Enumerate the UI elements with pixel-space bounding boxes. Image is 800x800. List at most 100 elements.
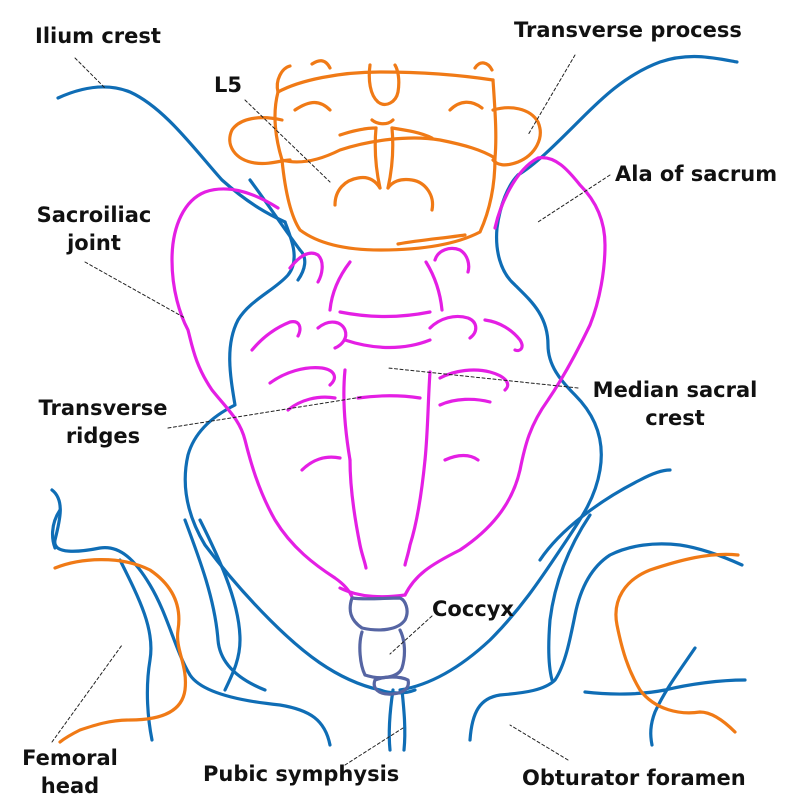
leader-sacroiliac-joint: [84, 261, 186, 319]
s2-center-left: [342, 368, 352, 462]
left-femoral-head: [53, 558, 188, 744]
coccyx: [348, 596, 410, 696]
label-pubic-symphysis: Pubic symphysis: [203, 762, 400, 786]
s4-left: [300, 455, 342, 472]
right-ilium-inner: [398, 173, 603, 692]
sacrum-top-arc-left: [328, 260, 352, 312]
coccyx-segment-2: [358, 628, 407, 680]
sacrum-mid-arc: [338, 310, 432, 319]
leader-l5: [244, 99, 331, 183]
label-transverse-ridges-line1: Transverse: [38, 396, 168, 420]
leader-ala-of-sacrum: [537, 174, 611, 223]
right-pubic-ramus: [468, 542, 744, 742]
l5-lower-disc: [396, 233, 467, 246]
label-transverse-ridges: Transverse ridges: [28, 394, 178, 450]
label-sacroiliac-joint-line1: Sacroiliac: [36, 203, 152, 227]
s2-center-right: [423, 370, 432, 462]
sacrum-right-outline: [403, 156, 607, 597]
right-outer-line: [649, 646, 697, 747]
pelvic-bones: [50, 54, 747, 752]
s1-foramen-left: [250, 320, 302, 352]
coccyx-segment-3: [372, 675, 410, 696]
l5-body: [273, 78, 498, 164]
sacrum-left-outline: [170, 187, 354, 599]
right-ischium: [538, 468, 672, 562]
l5-lamina-right: [390, 126, 434, 140]
l5-upper-right: [448, 100, 484, 112]
label-obturator-foramen: Obturator foramen: [522, 766, 746, 790]
l5-top-rim: [276, 70, 495, 94]
label-transverse-process: Transverse process: [514, 18, 742, 42]
l5-spinous-top: [367, 63, 401, 106]
l5-lower-body: [280, 156, 497, 252]
left-iliac-crest: [56, 85, 287, 224]
label-sacroiliac-joint: Sacroiliac joint: [26, 201, 162, 257]
leader-median-sacral-crest: [387, 367, 579, 389]
s4-right: [443, 453, 480, 462]
left-pubic-ramus: [50, 488, 332, 747]
left-obturator-line-2: [198, 518, 242, 692]
sacrum-s1-line: [343, 338, 432, 350]
l5-top-left-bump: [275, 64, 292, 94]
l5-top-left-bump-2: [310, 59, 332, 70]
label-ilium-crest: Ilium crest: [35, 24, 161, 48]
label-ala-of-sacrum: Ala of sacrum: [615, 162, 778, 186]
l5-upper-left: [293, 100, 332, 112]
s1-foramen-right-2: [483, 318, 524, 353]
left-obturator-line: [183, 518, 267, 692]
l5-lamina-left: [338, 126, 378, 137]
leader-obturator-foramen: [509, 724, 569, 761]
s1-foramen-left-2: [316, 320, 348, 350]
leader-lines: [51, 54, 611, 766]
left-ischium: [118, 558, 154, 742]
label-median-sacral-crest-line2: crest: [645, 406, 705, 430]
l5-right-transverse-process: [491, 106, 542, 167]
l5-top-right-bump: [473, 61, 494, 72]
leader-ilium-crest: [74, 57, 106, 89]
sacrum-apex: [338, 586, 407, 599]
l5-inferior-right: [386, 177, 435, 212]
left-ilium-inner: [183, 220, 382, 692]
sacrum-top-arc-right: [424, 260, 444, 312]
femoral-heads: [53, 552, 740, 744]
right-obturator-line: [547, 513, 592, 682]
left-lower-ilium: [51, 508, 62, 550]
label-sacroiliac-joint-line2: joint: [67, 231, 121, 255]
l5-inferior-left: [333, 175, 382, 207]
label-l5: L5: [214, 73, 242, 97]
label-coccyx: Coccyx: [432, 597, 514, 621]
l5-spinous-process: [373, 126, 395, 190]
s2-left: [268, 366, 336, 387]
l5-spinous-mid: [370, 118, 395, 126]
sacrum-lower-left: [348, 458, 368, 570]
s2-right: [438, 368, 510, 392]
left-ilium-inner-2: [248, 178, 307, 282]
leader-transverse-ridges: [167, 396, 363, 429]
leader-transverse-process: [527, 54, 576, 136]
l5-left-transverse-process: [228, 116, 292, 166]
s1-foramen-right: [428, 314, 478, 340]
sacrum: [170, 156, 607, 599]
sacrum-base-right: [433, 246, 471, 274]
leader-pubic-symphysis: [344, 727, 404, 766]
label-femoral-head-line2: head: [40, 774, 100, 798]
sacrum-lower-right: [403, 458, 427, 567]
right-lower-line: [583, 678, 747, 696]
label-median-sacral-crest-line1: Median sacral: [592, 378, 758, 402]
l5-vertebra: [228, 59, 542, 252]
s3-center-left: [356, 394, 422, 400]
s3-left: [286, 395, 337, 412]
s3-right: [438, 397, 492, 407]
label-transverse-ridges-line2: ridges: [65, 424, 141, 448]
label-femoral-head: Femoral head: [10, 744, 130, 800]
leader-femoral-head: [51, 644, 123, 743]
leader-coccyx: [389, 615, 433, 655]
pubic-symphysis-left: [387, 688, 395, 752]
label-median-sacral-crest: Median sacral crest: [583, 376, 767, 432]
label-femoral-head-line1: Femoral: [22, 746, 118, 770]
sacrum-base: [288, 251, 324, 284]
coccyx-segment-1: [348, 596, 409, 632]
right-femoral-head: [614, 552, 740, 734]
pubic-symphysis-right: [400, 688, 407, 752]
